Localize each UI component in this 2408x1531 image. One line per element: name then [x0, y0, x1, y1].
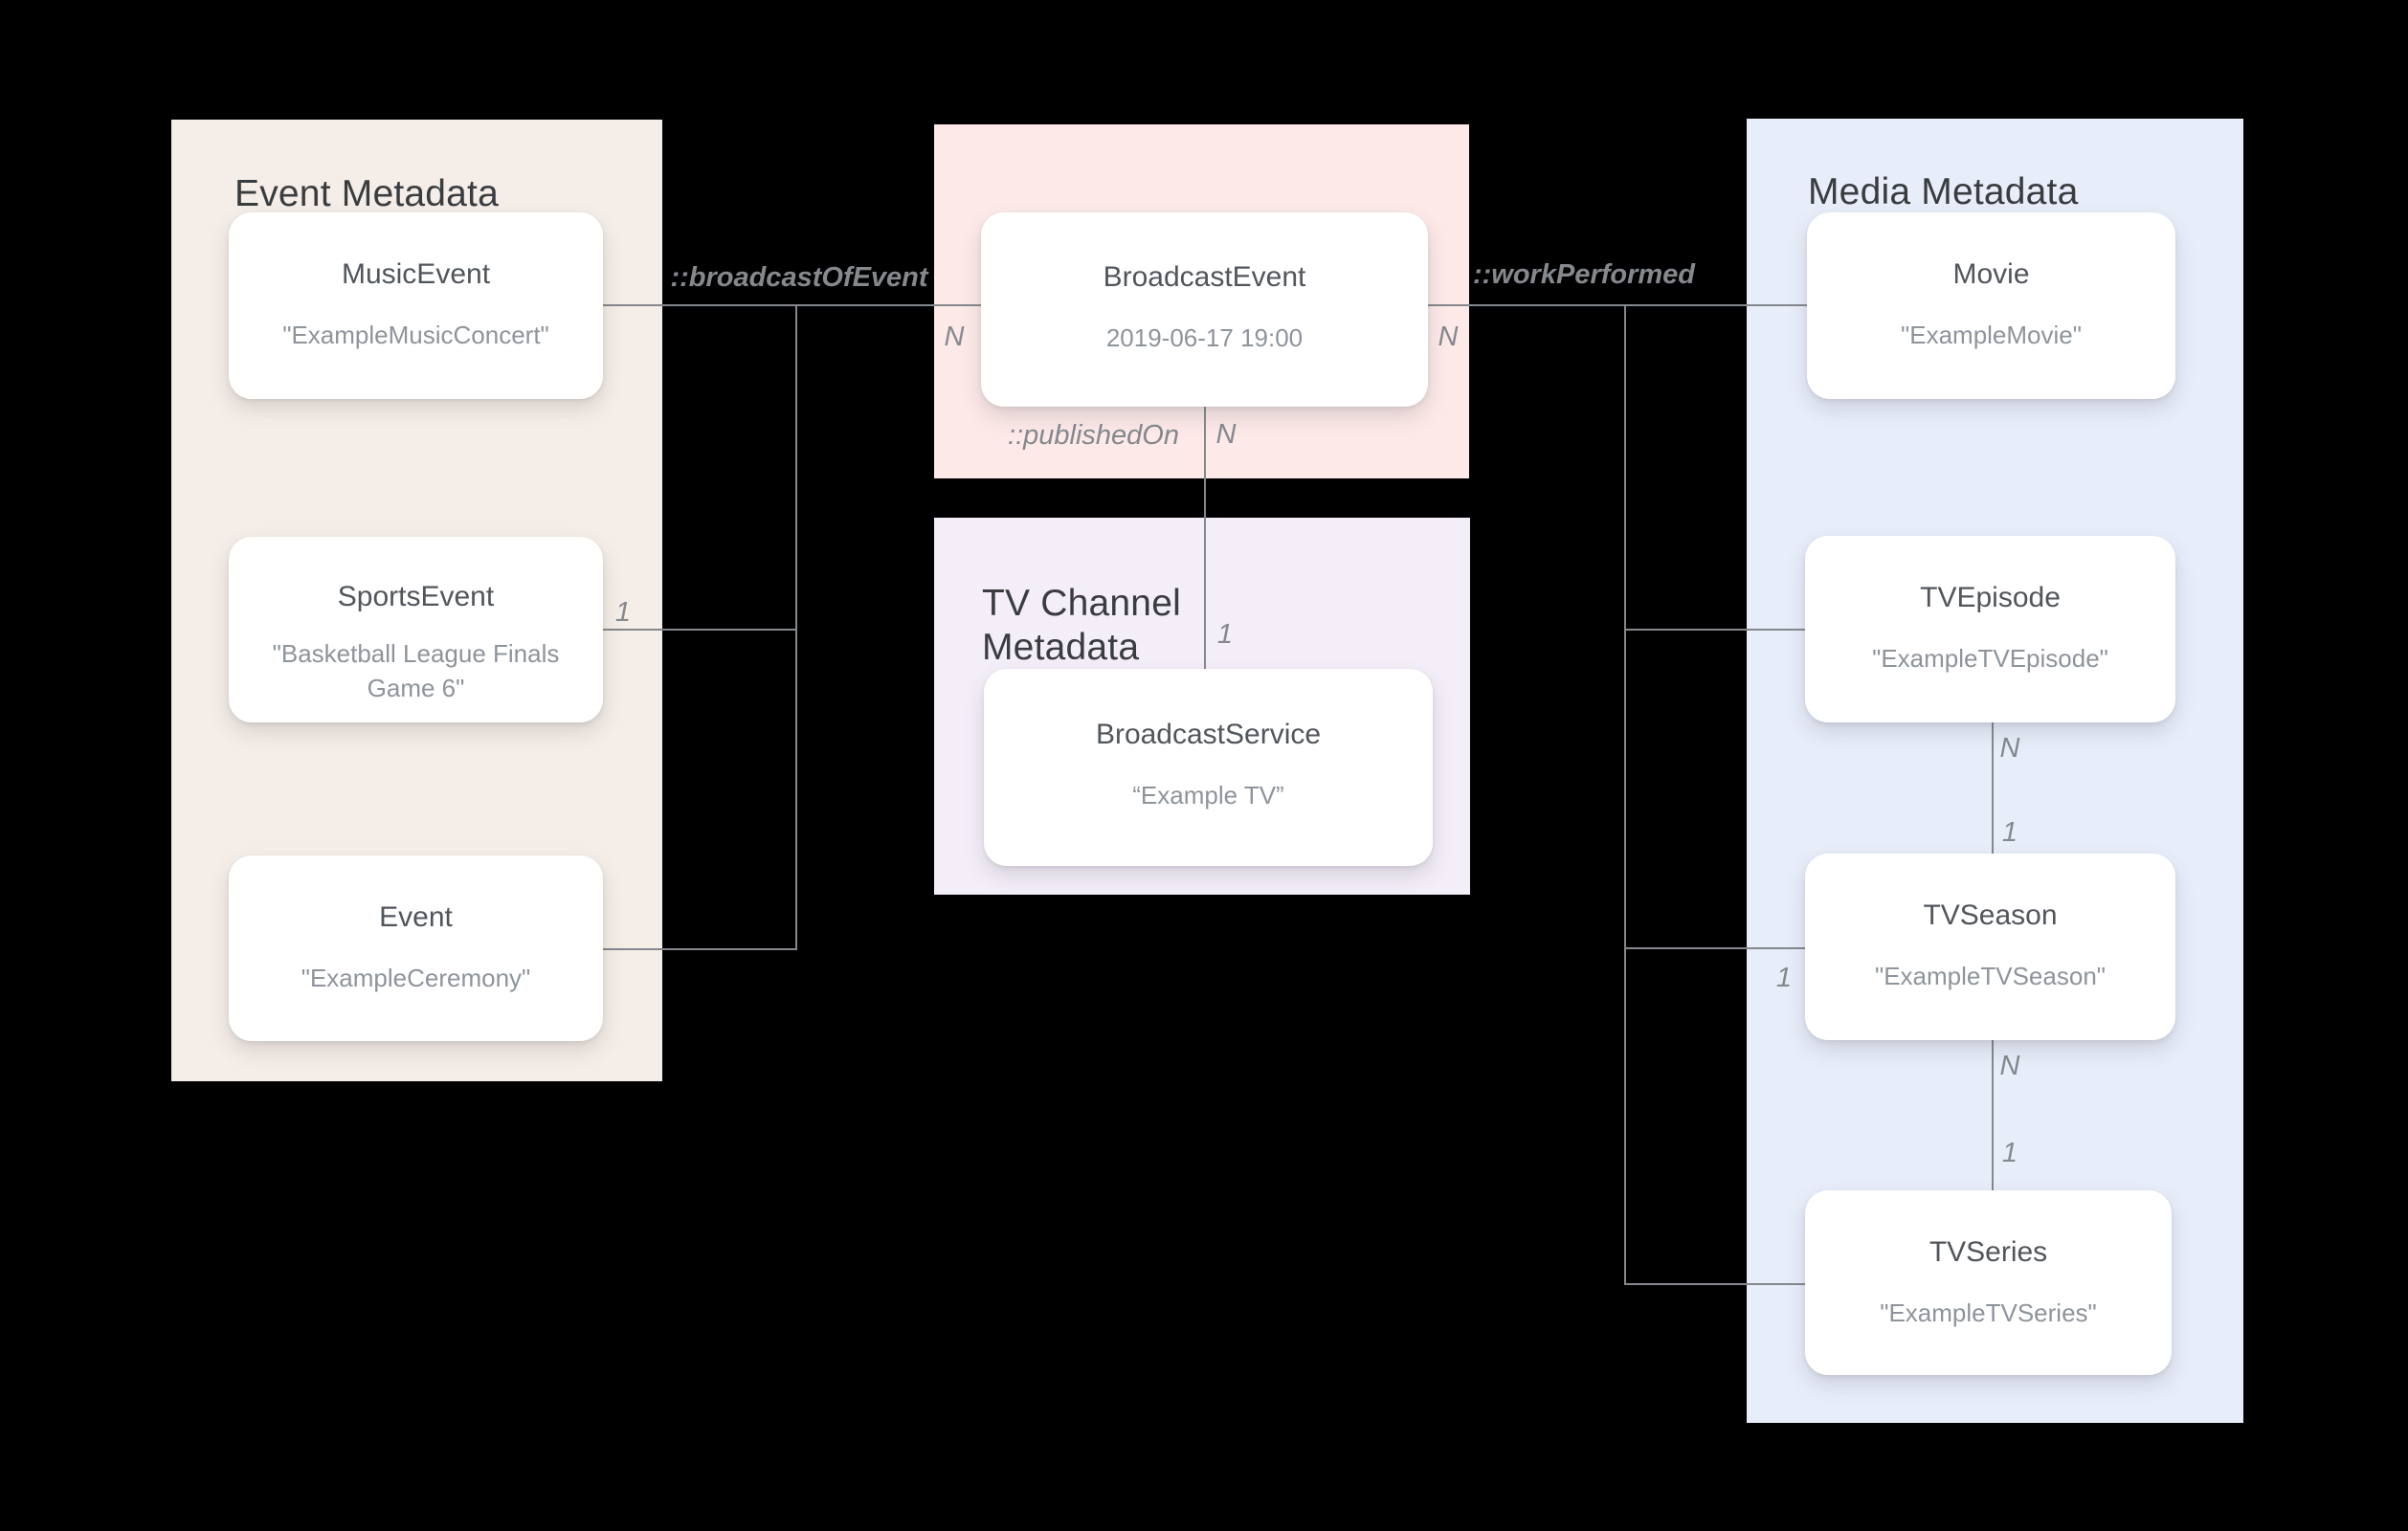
node-title: TVEpisode: [1920, 582, 2061, 613]
relation-label-workperformed: ::workPerformed: [1472, 259, 1696, 290]
panel-media-title: Media Metadata: [1808, 171, 2079, 213]
cardinality-n-tvepisode-tvseason: N: [1999, 733, 2020, 764]
cardinality-1-tvseason-branch: 1: [1775, 963, 1793, 993]
node-title: BroadcastEvent: [1103, 261, 1306, 293]
relation-label-publishedon: ::publishedOn: [1008, 420, 1179, 451]
cardinality-1-sportsevent: 1: [614, 597, 632, 628]
edge-tvepisode-to-tvseason: [1992, 722, 1994, 854]
node-title: TVSeason: [1923, 899, 2058, 931]
node-broadcastservice: BroadcastService “Example TV”: [984, 669, 1433, 866]
node-title: MusicEvent: [341, 258, 491, 290]
node-tvseason: TVSeason "ExampleTVSeason": [1805, 854, 2175, 1040]
panel-tv-channel-title: TV Channel Metadata: [982, 583, 1181, 669]
node-sportsevent: SportsEvent "Basketball League Finals Ga…: [229, 537, 603, 722]
node-subtitle: "ExampleTVSeries": [1880, 1298, 2097, 1327]
cardinality-1-publishedon: 1: [1216, 619, 1234, 650]
node-title: BroadcastService: [1095, 719, 1322, 750]
node-movie: Movie "ExampleMovie": [1807, 212, 2175, 399]
cardinality-n-publishedon: N: [1215, 419, 1237, 450]
relation-label-broadcastofevent: ::broadcastOfEvent: [670, 262, 928, 293]
cardinality-n-workperformed: N: [1438, 322, 1459, 352]
edge-branch-tvseries: [1624, 1283, 1805, 1285]
cardinality-n-tvseason-tvseries: N: [1999, 1051, 2020, 1081]
node-title: SportsEvent: [337, 581, 495, 612]
cardinality-1-tvepisode-tvseason: 1: [2001, 817, 2018, 848]
edge-events-vertical-bus: [795, 304, 797, 950]
node-tvseries: TVSeries "ExampleTVSeries": [1805, 1190, 2172, 1375]
node-event: Event "ExampleCeremony": [229, 855, 603, 1041]
node-title: Movie: [1952, 258, 2030, 290]
node-musicevent: MusicEvent "ExampleMusicConcert": [229, 212, 603, 399]
edge-publishedon: [1204, 407, 1206, 669]
node-subtitle: "ExampleCeremony": [301, 964, 531, 992]
node-tvepisode: TVEpisode "ExampleTVEpisode": [1805, 536, 2175, 722]
edge-broadcastevent-to-media: [1428, 304, 1807, 306]
node-subtitle: "Basketball League Finals Game 6": [272, 639, 560, 702]
cardinality-n-broadcastofevent: N: [944, 322, 965, 352]
edge-branch-tvepisode: [1624, 629, 1805, 631]
edge-tvseason-to-tvseries: [1992, 1040, 1994, 1190]
edge-branch-sportsevent: [603, 629, 797, 631]
node-title: TVSeries: [1929, 1236, 2048, 1268]
node-subtitle: "ExampleTVEpisode": [1872, 644, 2108, 673]
edge-branch-tvseason: [1624, 947, 1805, 949]
edge-media-vertical-bus: [1624, 304, 1626, 1285]
node-title: Event: [379, 901, 453, 933]
edge-branch-event: [603, 948, 797, 950]
node-subtitle: "ExampleMovie": [1901, 321, 2082, 349]
node-subtitle: “Example TV”: [1132, 781, 1284, 810]
node-subtitle: "ExampleTVSeason": [1874, 962, 2107, 990]
node-subtitle: "ExampleMusicConcert": [282, 321, 549, 349]
node-subtitle: 2019-06-17 19:00: [1105, 323, 1304, 352]
cardinality-1-tvseason-tvseries: 1: [2001, 1138, 2018, 1168]
node-broadcastevent: BroadcastEvent 2019-06-17 19:00: [981, 212, 1428, 407]
panel-event-title: Event Metadata: [234, 173, 499, 215]
edge-events-to-broadcastevent: [603, 304, 983, 306]
